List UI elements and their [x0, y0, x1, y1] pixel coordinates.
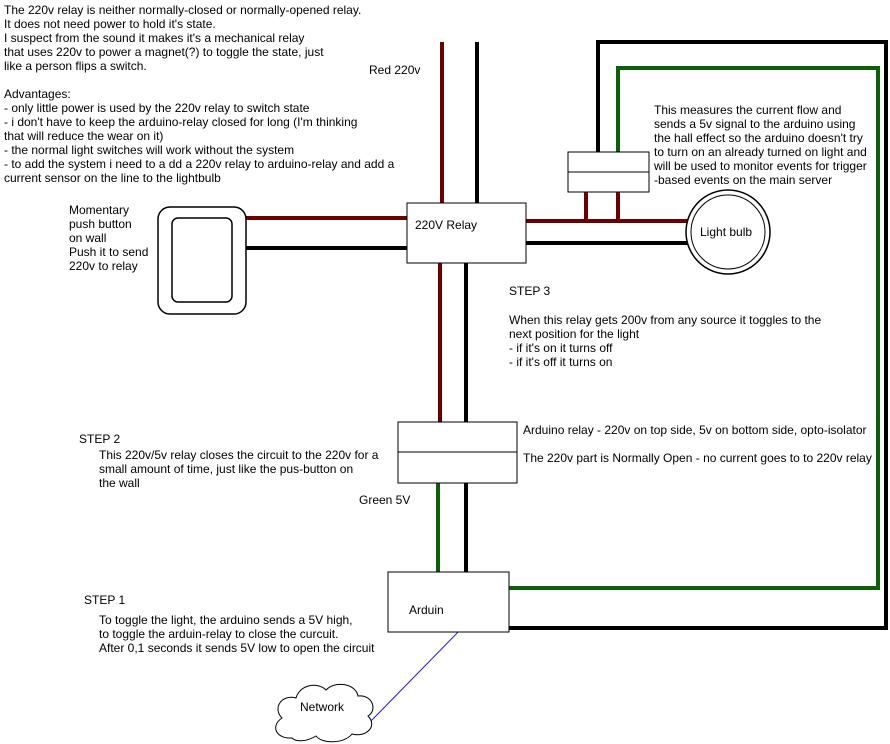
arduino-relay-line1: Arduino relay - 220v on top side, 5v on …: [523, 423, 867, 437]
text-line: -based events on the main server: [654, 173, 833, 187]
black-wire-loop: [509, 40, 888, 630]
relay-220v-box: [406, 202, 527, 264]
green-5v-label: Green 5V: [359, 493, 411, 507]
text-line: When this relay gets 200v from any sourc…: [509, 313, 822, 327]
step2-description: This 220v/5v relay closes the circuit to…: [99, 448, 378, 490]
text-line: Push it to send: [69, 245, 149, 259]
text-line: sends a 5v signal to the arduino using: [654, 117, 856, 131]
text-line: This 220v/5v relay closes the circuit to…: [99, 448, 379, 462]
advantages-notes: Advantages:- only little power is used b…: [4, 87, 394, 185]
text-line: next position for the light: [509, 327, 640, 341]
text-line: - if it's off it turns on: [509, 355, 613, 369]
text-line: will be used to monitor events for trigg…: [654, 159, 867, 173]
step2-title: STEP 2: [79, 432, 121, 446]
text-line: - if it's on it turns off: [509, 341, 613, 355]
intro-notes: The 220v relay is neither normally-close…: [4, 3, 361, 73]
step3-title: STEP 3: [509, 284, 551, 298]
text-line: This measures the current flow and: [654, 103, 842, 117]
text-line: to turn on an already turned on light an…: [654, 145, 867, 159]
text-line: to toggle the arduin-relay to close the …: [99, 627, 339, 641]
text-line: the wall: [99, 476, 140, 490]
arduino-relay-line2: The 220v part is Normally Open - no curr…: [523, 451, 872, 465]
green-wire-sensor-loop: [509, 66, 880, 590]
text-line: I suspect from the sound it makes it's a…: [4, 31, 305, 45]
text-line: - the normal light switches will work wi…: [4, 143, 295, 157]
text-line: that uses 220v to power a magnet(?) to t…: [4, 45, 324, 59]
text-line: 220v to relay: [69, 259, 138, 273]
text-line: that will reduce the wear on it): [4, 129, 164, 143]
text-line: on wall: [69, 231, 107, 245]
text-line: Advantages:: [4, 87, 71, 101]
text-line: To toggle the light, the arduino sends a…: [99, 613, 353, 627]
text-line: - to add the system i need to a dd a 220…: [4, 157, 395, 171]
light-bulb-label: Light bulb: [700, 225, 752, 239]
text-line: - i don't have to keep the arduino-relay…: [4, 115, 358, 129]
text-line: current sensor on the line to the lightb…: [4, 171, 221, 185]
step1-title: STEP 1: [84, 593, 126, 607]
text-line: like a person flips a switch.: [4, 59, 147, 73]
relay-220v-label: 220V Relay: [415, 218, 477, 232]
network-cloud: [275, 683, 374, 743]
text-line: Momentary: [69, 203, 130, 217]
text-line: - only little power is used by the 220v …: [4, 101, 310, 115]
red-220v-label: Red 220v: [369, 63, 421, 77]
step3-description: When this relay gets 200v from any sourc…: [509, 313, 821, 369]
step1-description: To toggle the light, the arduino sends a…: [99, 613, 374, 655]
arduino-box: [387, 571, 510, 633]
light-bulb-inner: [690, 194, 766, 270]
text-line: It does not need power to hold it's stat…: [4, 17, 216, 31]
push-button-inner[interactable]: [171, 217, 233, 303]
network-label: Network: [300, 700, 345, 714]
text-line: After 0,1 seconds it sends 5V low to ope…: [99, 641, 375, 655]
arduino-label: Arduin: [409, 603, 444, 617]
network-line: [369, 623, 467, 723]
text-line: the hall effect so the arduino doesn't t…: [654, 131, 863, 145]
text-line: push button: [69, 217, 132, 231]
text-line: small amount of time, just like the pus-…: [99, 462, 354, 476]
text-line: The 220v relay is neither normally-close…: [4, 3, 362, 17]
